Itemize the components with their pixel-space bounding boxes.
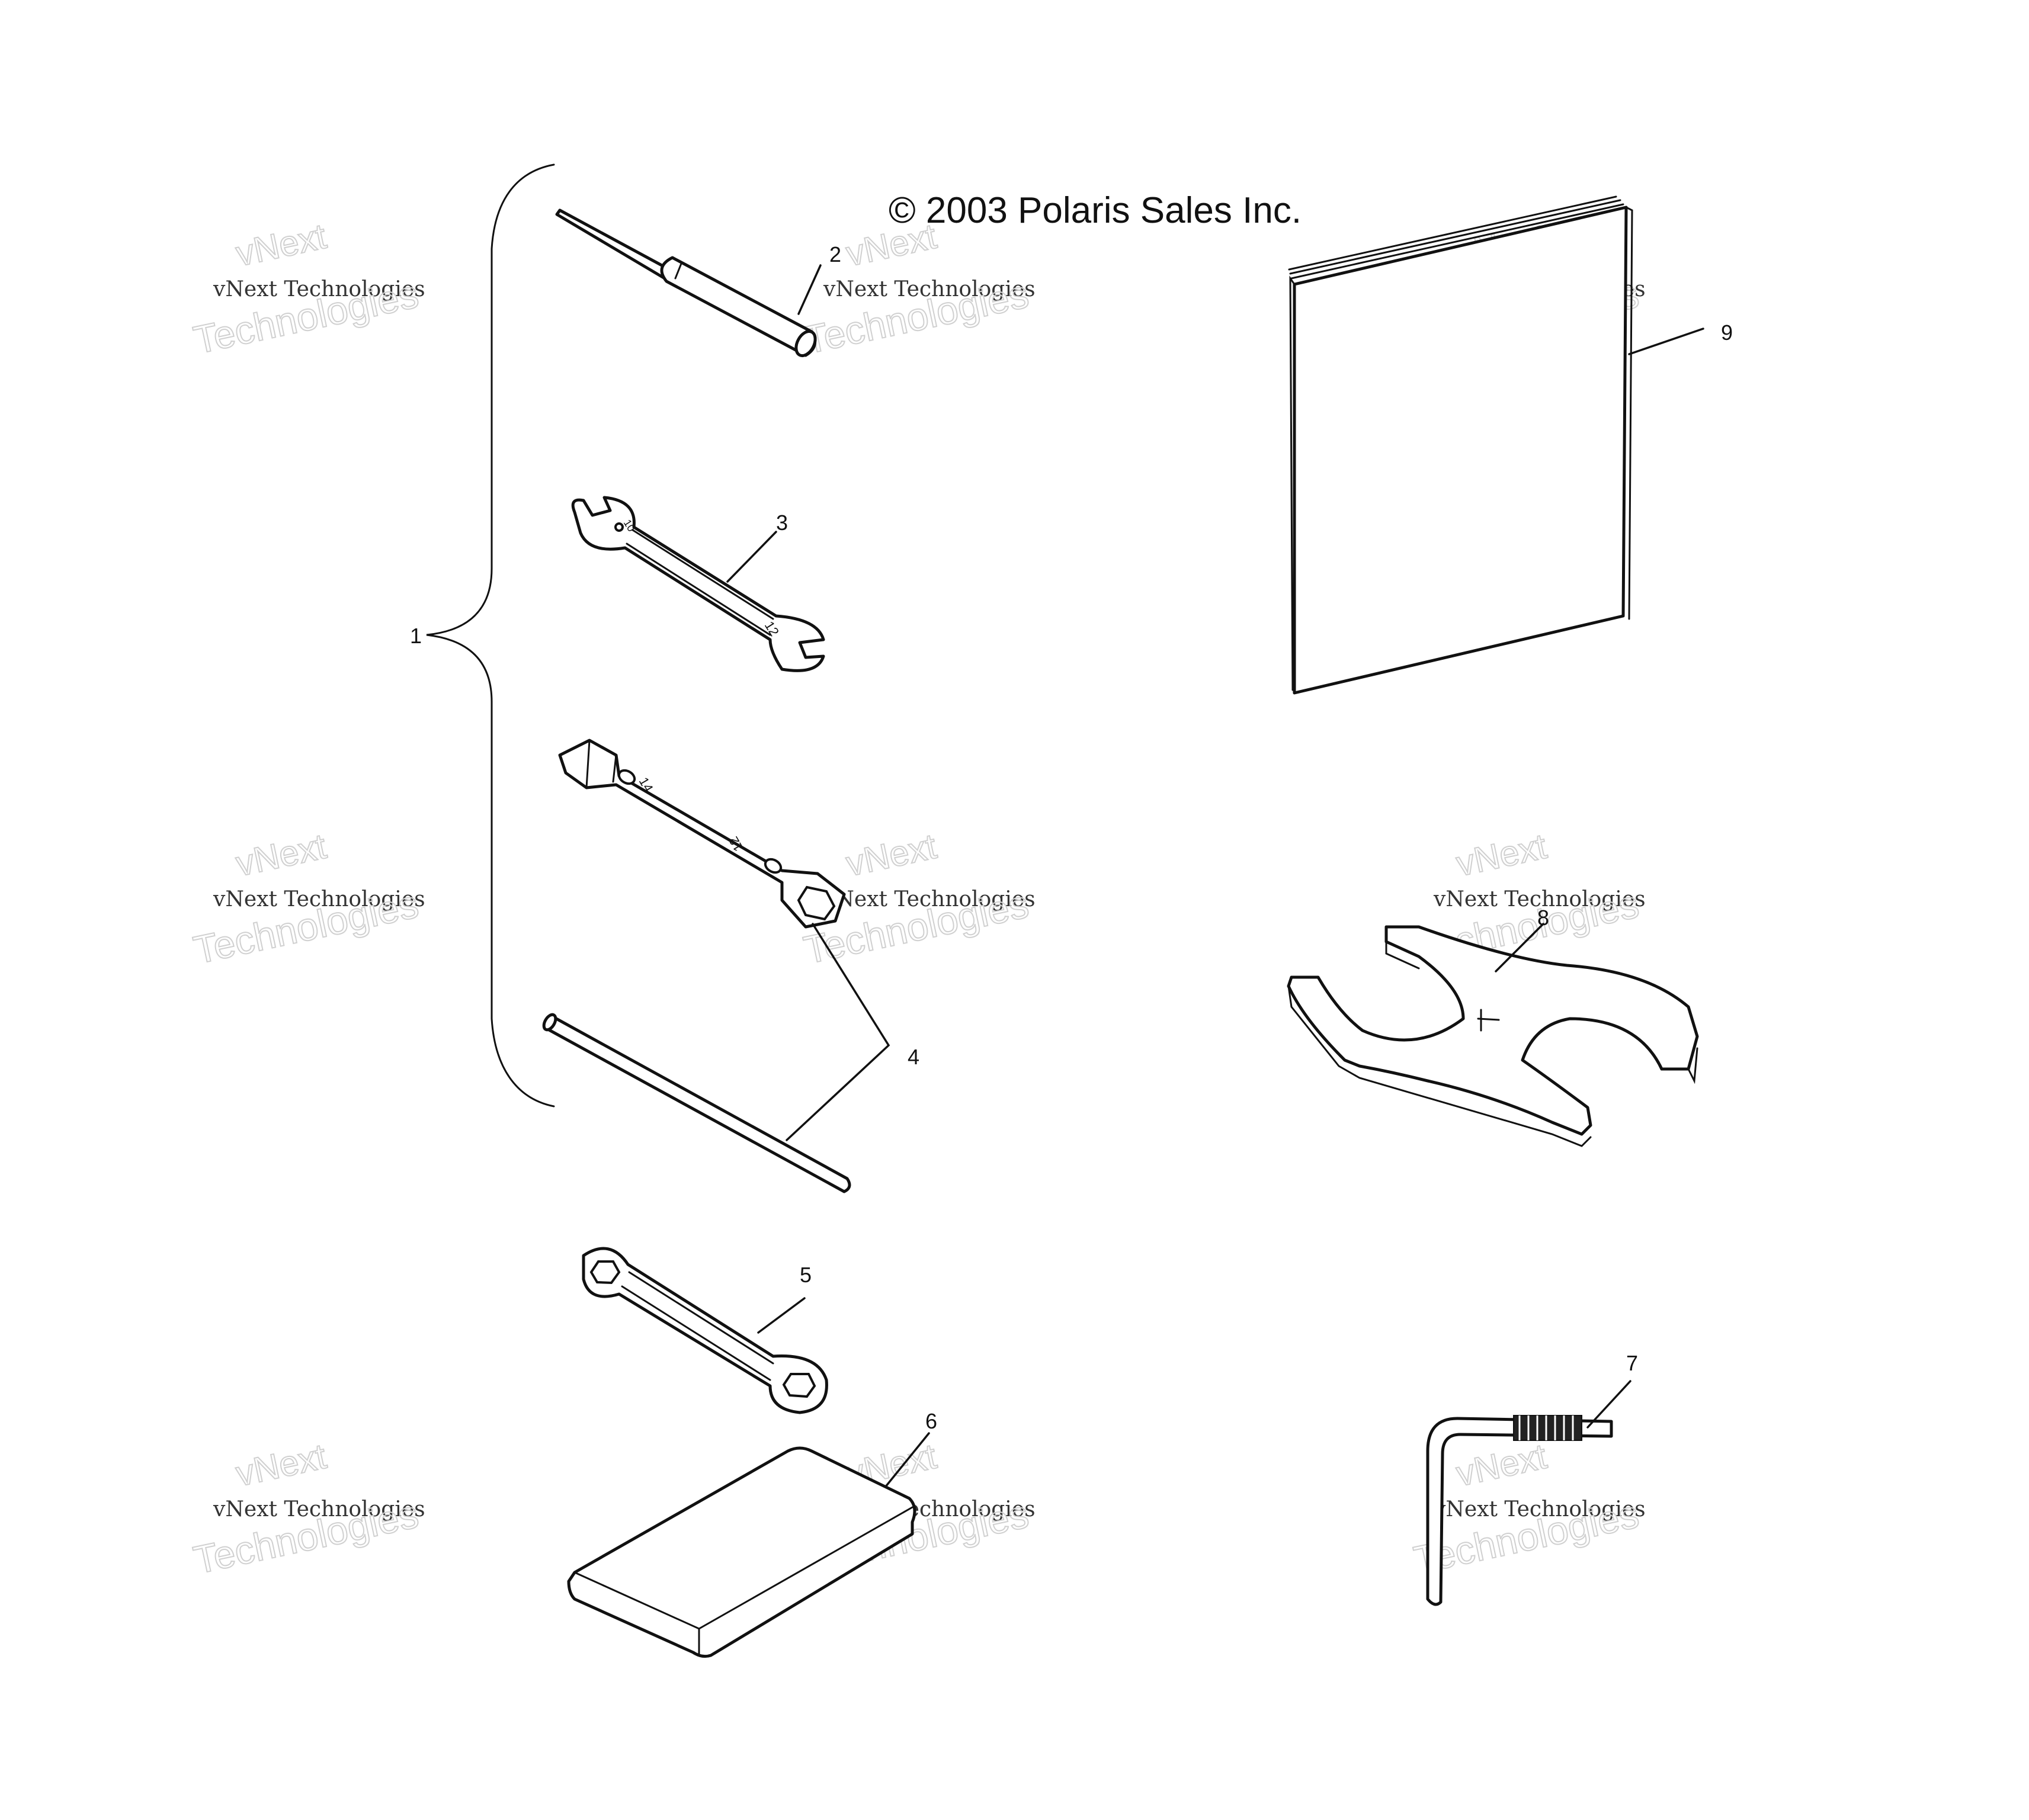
watermark: vNext vNext Technologies Technologies	[799, 216, 1036, 362]
callout-9: 9	[1721, 320, 1733, 345]
watermark-line2: vNext Technologies	[213, 887, 425, 911]
callout-6: 6	[925, 1409, 937, 1433]
box-wrench-icon	[582, 1247, 828, 1414]
callout-3: 3	[776, 511, 788, 535]
callout-7: 7	[1626, 1351, 1638, 1375]
callout-5: 5	[800, 1263, 812, 1287]
kit-brace	[426, 163, 555, 1108]
watermark-line2: vNext Technologies	[213, 277, 425, 301]
watermark-line1: vNext	[232, 1436, 329, 1494]
tommy-bar-icon	[542, 1013, 851, 1193]
spanner-tool-icon	[1287, 925, 1699, 1147]
watermark-line1: vNext	[232, 826, 329, 884]
watermark-line2: vNext Technologies	[823, 887, 1036, 911]
open-end-wrench-icon: 12 10	[571, 496, 825, 672]
watermark-line1: vNext	[842, 826, 940, 884]
callout-4: 4	[908, 1045, 919, 1069]
socket-wrench-icon: 14 12	[558, 739, 846, 929]
leader-2	[797, 264, 822, 315]
callout-2: 2	[829, 242, 841, 267]
watermark: vNext vNext Technologies Technologies	[189, 1436, 425, 1583]
watermark-line2: vNext Technologies	[1433, 887, 1646, 911]
tool-pouch-icon	[567, 1446, 916, 1658]
leader-7	[1586, 1380, 1631, 1429]
callout-1: 1	[410, 624, 422, 648]
watermark-line1: vNext	[1453, 826, 1550, 884]
hex-key-icon	[1426, 1415, 1613, 1606]
leader-8	[1495, 923, 1544, 972]
leader-4	[786, 923, 890, 1141]
watermark-line2: vNext Technologies	[823, 277, 1036, 301]
watermark: vNext vNext Technologies Technologies	[189, 216, 425, 362]
leader-3	[726, 531, 777, 583]
owners-manual-icon	[1288, 195, 1633, 695]
hex-key-grip	[1513, 1415, 1582, 1441]
leader-9	[1628, 328, 1704, 355]
screwdriver-icon	[555, 208, 817, 358]
watermark-line1: vNext	[232, 216, 329, 274]
copyright-notice: © 2003 Polaris Sales Inc.	[889, 190, 1302, 231]
leader-5	[757, 1297, 806, 1334]
leader-6	[884, 1432, 930, 1488]
watermark-line1: vNext	[1453, 1436, 1550, 1494]
watermark: vNext vNext Technologies Technologies	[189, 826, 425, 972]
callout-8: 8	[1537, 906, 1549, 930]
watermark-line2: vNext Technologies	[213, 1497, 425, 1522]
watermark-line2: vNext Technologies	[1433, 1497, 1646, 1522]
